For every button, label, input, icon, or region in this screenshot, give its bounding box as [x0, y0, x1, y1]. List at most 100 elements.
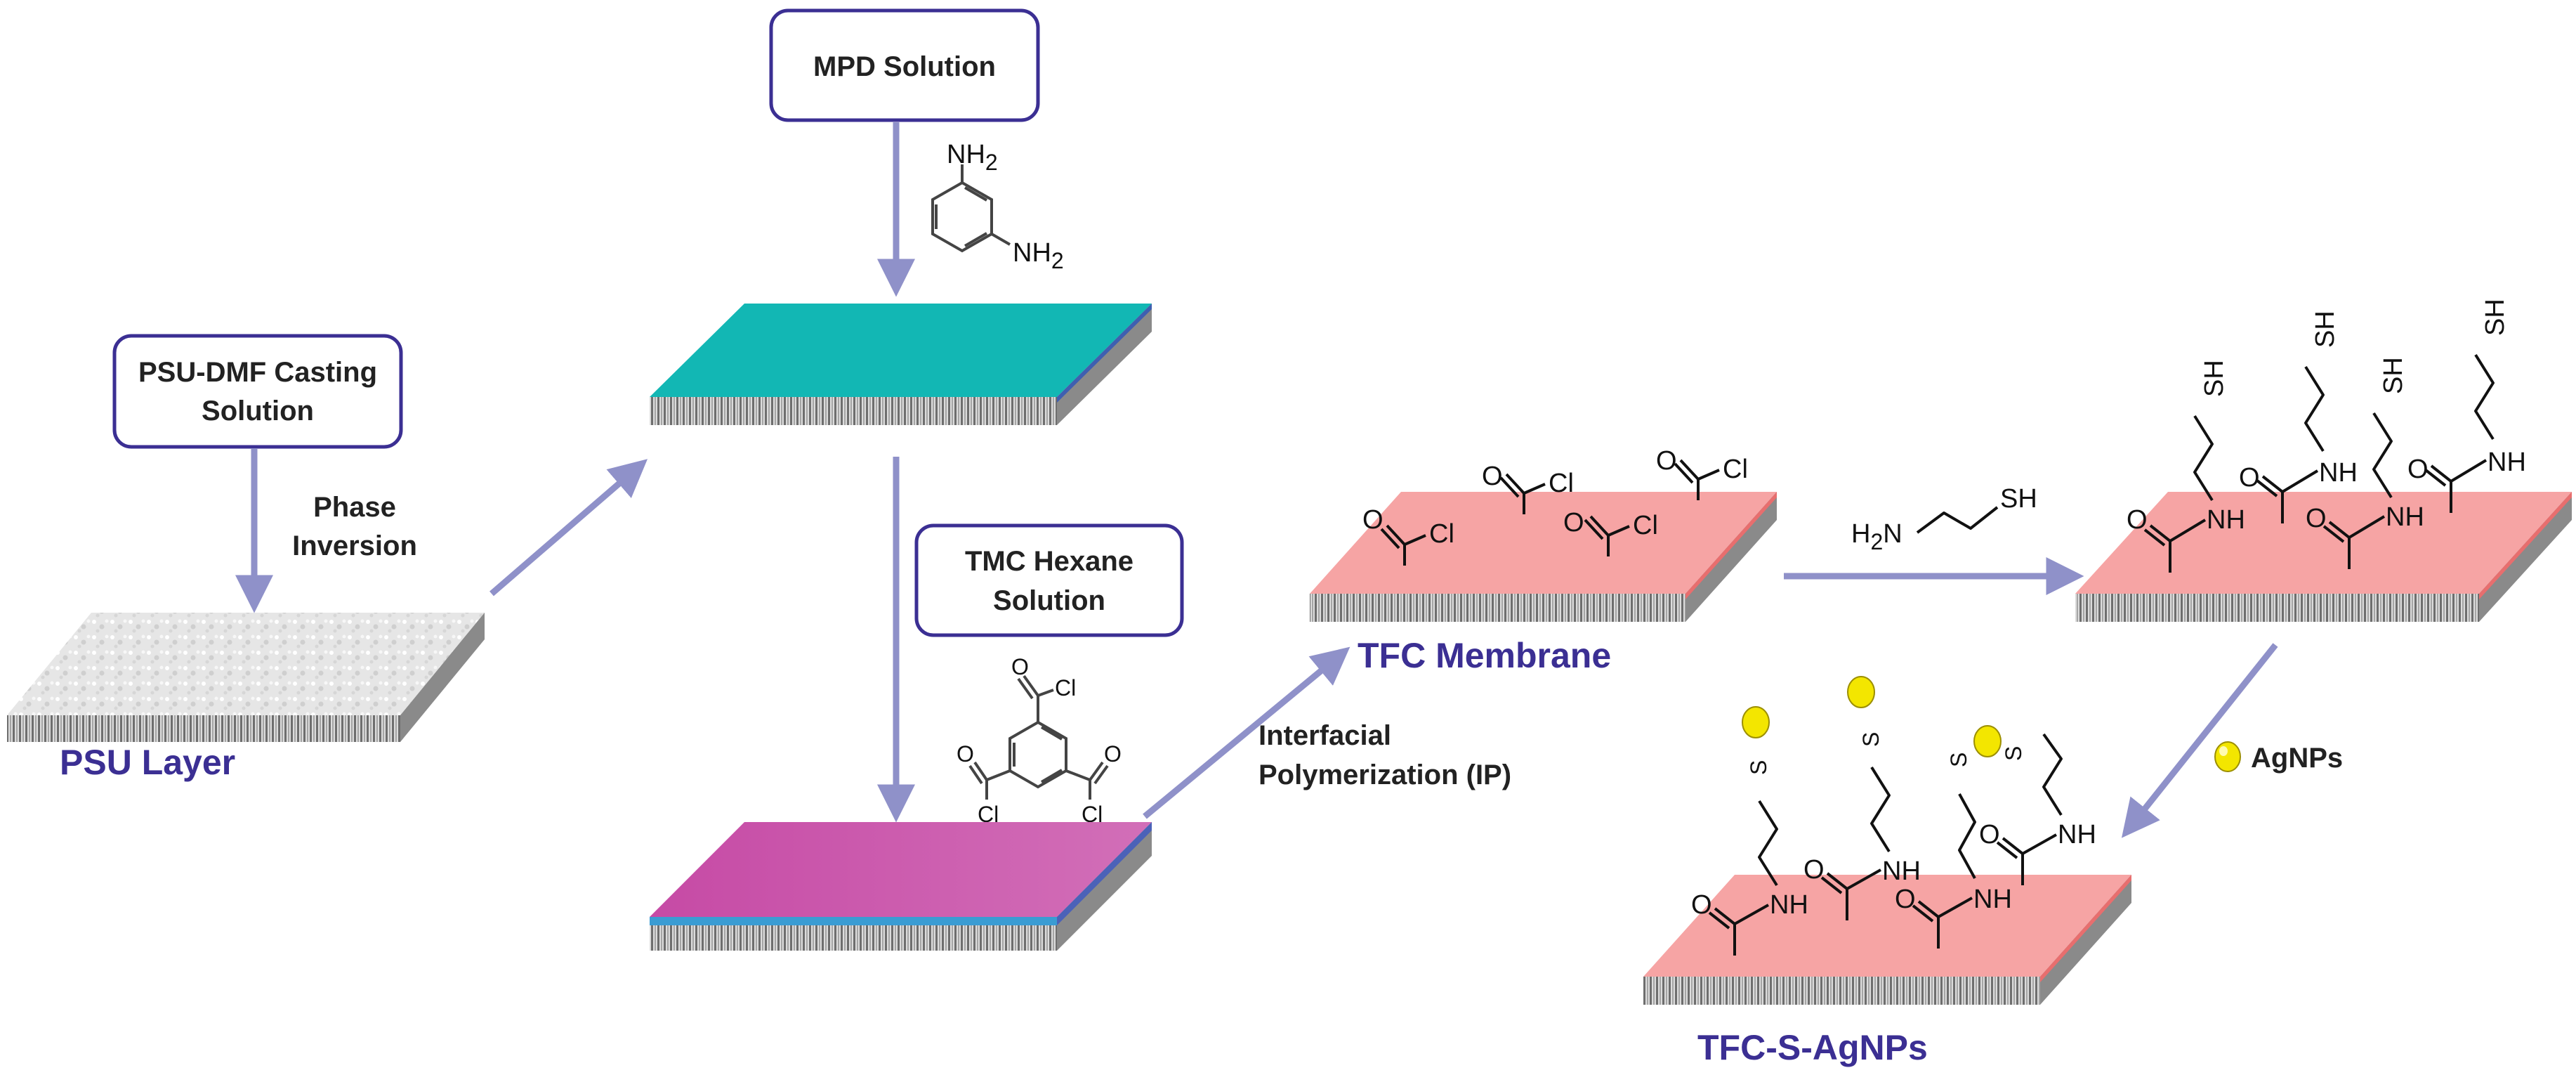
mpd-nh2-right: NH: [1013, 238, 1051, 268]
psu-slab-front: [7, 715, 400, 742]
cysteamine-h-sub: 2: [1870, 529, 1883, 554]
thiol-slab-side: [2479, 492, 2572, 622]
agchain1-o: O: [1691, 890, 1712, 920]
agnp-chains: O NH S O NH S O NH S O NH S: [1691, 676, 2096, 956]
agnp-slab-front: [1643, 977, 2040, 1005]
tmc-o-top: O: [1011, 654, 1029, 679]
tfc-o-2: O: [1482, 462, 1503, 491]
psu-dmf-box: [112, 334, 403, 449]
interfacial-polymerization-arrow: [1143, 646, 1351, 819]
mpd-molecule: NH2 NH2: [931, 140, 1064, 273]
svg-text:NH2: NH2: [947, 140, 998, 175]
tmc-slab-front: [650, 925, 1057, 951]
tfc-s-agnps-label: TFC-S-AgNPs: [1697, 1028, 1928, 1067]
mpd-nh2-right-sub: 2: [1051, 248, 1064, 273]
psu-layer-slab: [7, 613, 485, 742]
thiol-chains: O NH SH O NH SH O NH SH O NH SH: [2127, 299, 2526, 573]
thiol-slab-top: [2075, 492, 2572, 594]
chainB-sh: SH: [2311, 311, 2340, 348]
chainA-o: O: [2127, 505, 2148, 535]
psu-slab-top: [7, 613, 485, 715]
agnp-legend-label: AgNPs: [2251, 743, 2343, 774]
agnp-2: [1847, 676, 1875, 708]
chainA-nh: NH: [2207, 505, 2245, 535]
cysteamine-molecule: H2N SH: [1851, 484, 2037, 554]
agchain2-s: S: [1858, 732, 1884, 747]
chainD-o: O: [2407, 455, 2429, 484]
agchain1-s: S: [1746, 760, 1771, 775]
mpd-slab-side: [1057, 304, 1152, 425]
cysteamine-n: N: [1883, 519, 1902, 549]
agchain3-o: O: [1895, 885, 1916, 914]
agnp-1: [1742, 706, 1770, 738]
tmc-molecule: O Cl O Cl O Cl: [957, 654, 1122, 827]
tfc-o-3: O: [1563, 508, 1584, 538]
tfc-membrane-label: TFC Membrane: [1358, 636, 1611, 675]
chainC-o: O: [2306, 504, 2327, 533]
svg-text:NH2: NH2: [1013, 238, 1064, 273]
tmc-cl-top: Cl: [1055, 675, 1076, 701]
agnp-slab-side: [2040, 875, 2131, 1005]
tfc-cl-1: Cl: [1429, 519, 1454, 549]
agnp-legend: AgNPs: [2214, 741, 2343, 774]
agnp-3: [1973, 725, 2002, 757]
agnp-membrane-slab: [1643, 875, 2131, 1005]
psu-dmf-line2: Solution: [202, 396, 314, 426]
mpd-slab: [650, 304, 1152, 425]
agchain4-o: O: [1979, 820, 2000, 849]
chainD-nh: NH: [2488, 448, 2526, 477]
tmc-slab-mpd-band: [650, 917, 1057, 925]
psu-dmf-line1: PSU-DMF Casting: [138, 357, 377, 388]
tfc-membrane-slab: [1310, 492, 1777, 622]
mpd-nh2-top: NH: [947, 140, 985, 169]
mpd-slab-top: [650, 304, 1152, 397]
tfc-slab-side: [1685, 492, 1777, 622]
agchain3-nh: NH: [1973, 885, 2012, 914]
cysteamine-sh: SH: [2000, 484, 2037, 514]
tfc-cl-4: Cl: [1723, 455, 1748, 484]
agchain4-nh: NH: [2058, 820, 2096, 849]
phase-line1: Phase: [313, 492, 396, 523]
psu-layer-label: PSU Layer: [60, 743, 235, 782]
agnp-slab-edge: [2040, 875, 2131, 982]
mpd-nh2-top-sub: 2: [985, 150, 998, 175]
mpd-slab-edge: [1057, 304, 1152, 403]
agnp-slab-top: [1643, 875, 2131, 977]
agchain4-s: S: [2001, 746, 2026, 761]
tmc-slab: [650, 822, 1152, 951]
tfc-slab-front: [1310, 594, 1685, 622]
tmc-slab-edge: [1057, 822, 1152, 925]
cysteamine-h: H: [1851, 519, 1870, 549]
chainC-nh: NH: [2386, 502, 2424, 532]
tmc-line2: Solution: [993, 585, 1105, 616]
chainD-sh: SH: [2480, 299, 2510, 336]
tmc-o-right: O: [1104, 741, 1122, 767]
agchain2-nh: NH: [1882, 856, 1921, 886]
thiol-slab-front: [2075, 594, 2479, 622]
agchain3-s: S: [1946, 752, 1971, 767]
chainC-sh: SH: [2379, 357, 2408, 394]
tmc-box: [914, 523, 1184, 637]
mpd-slab-front: [650, 397, 1057, 425]
tfc-cl-3: Cl: [1633, 511, 1658, 540]
thiol-membrane-slab: [2075, 492, 2572, 622]
agchain2-o: O: [1803, 855, 1825, 885]
tfc-acyl-chlorides: O Cl O Cl O Cl O Cl: [1362, 446, 1748, 566]
svg-text:H2N: H2N: [1851, 519, 1903, 554]
tfc-o-4: O: [1656, 446, 1677, 476]
tmc-o-left: O: [957, 741, 974, 767]
ip-line2: Polymerization (IP): [1259, 760, 1511, 790]
chainB-nh: NH: [2319, 458, 2358, 488]
agnp-legend-highlight: [2219, 746, 2228, 756]
mpd-label: MPD Solution: [813, 51, 996, 82]
tfc-o-1: O: [1362, 505, 1384, 535]
phase-line2: Inversion: [292, 530, 417, 561]
thiol-slab-edge: [2479, 492, 2572, 599]
chainB-o: O: [2239, 463, 2260, 493]
chainA-sh: SH: [2200, 360, 2229, 397]
mpd-box: [769, 8, 1040, 122]
tfc-cl-2: Cl: [1549, 469, 1574, 498]
psu-to-mpd-arrow: [489, 459, 648, 597]
agchain1-nh: NH: [1770, 890, 1808, 920]
